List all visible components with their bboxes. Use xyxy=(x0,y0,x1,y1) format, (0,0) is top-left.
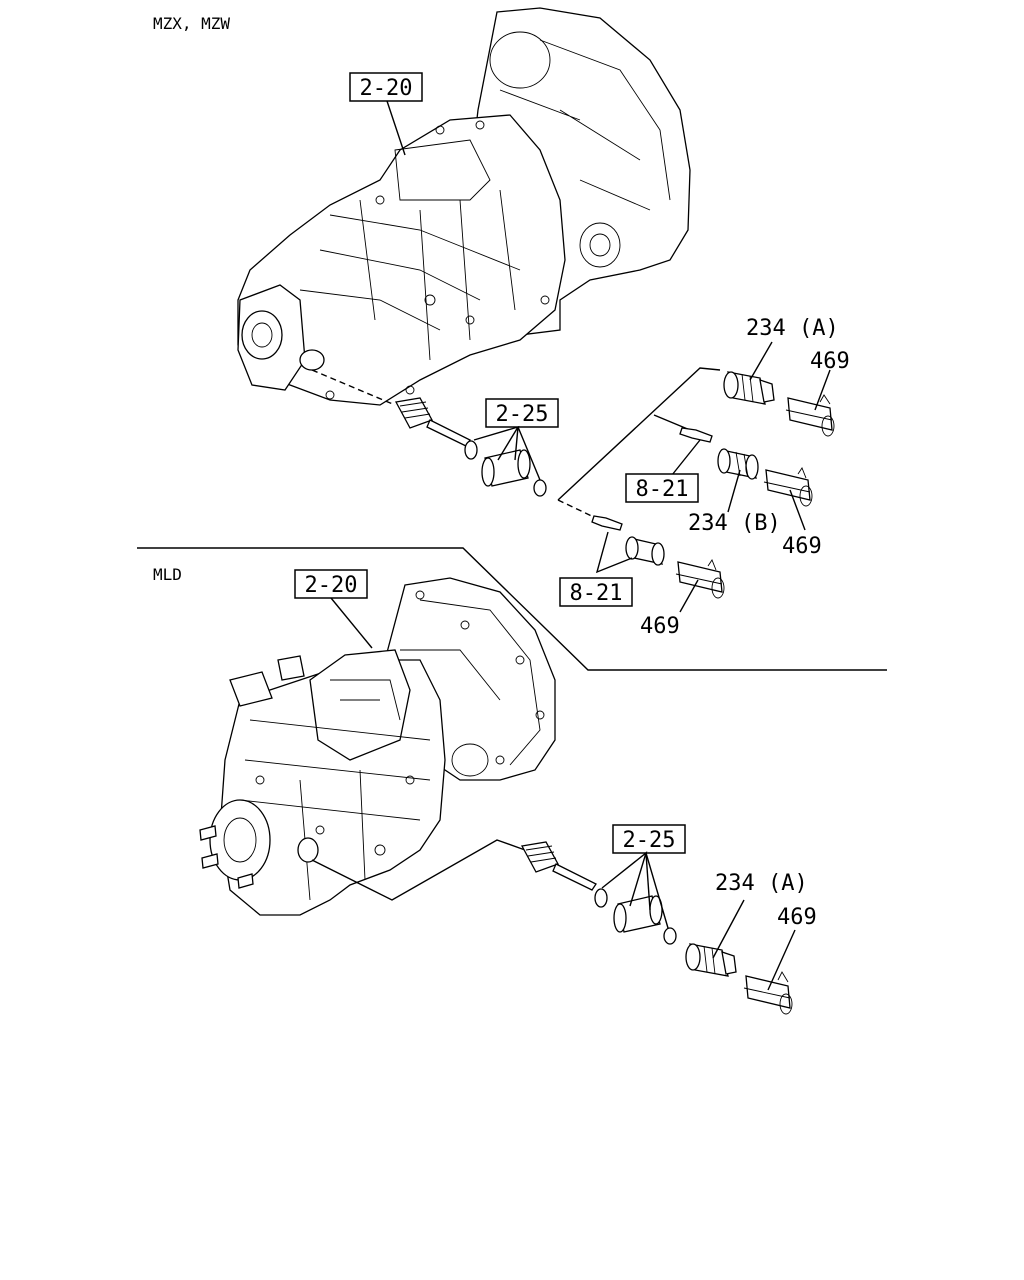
label-469-upper-a: 469 xyxy=(810,349,850,374)
branch-b xyxy=(653,414,691,431)
section-divider xyxy=(137,547,887,671)
ref-box-2-25-upper xyxy=(485,398,559,428)
leader-469-lower xyxy=(767,929,796,991)
label-234a-lower: 234 (A) xyxy=(715,871,808,896)
sensor-234a-lower xyxy=(685,943,737,977)
clip-469-upper-a xyxy=(785,394,835,437)
link-lower xyxy=(311,839,526,901)
leader-234a-upper xyxy=(749,341,773,381)
speedo-driven-gear-upper xyxy=(394,397,478,460)
sensor-middle xyxy=(625,536,665,566)
section-label-upper: MZX, MZW xyxy=(153,14,230,33)
ref-2-20-lower: 2-20 xyxy=(305,573,358,598)
sleeve-upper xyxy=(481,449,531,487)
sleeve-lower xyxy=(613,895,663,933)
leader-2-25-lower-a xyxy=(601,851,648,907)
o-ring-lower xyxy=(663,927,677,945)
label-234b: 234 (B) xyxy=(688,511,781,536)
ref-2-20-upper: 2-20 xyxy=(360,76,413,101)
ref-box-2-20-lower xyxy=(294,569,368,599)
leader-469-upper-a xyxy=(814,369,831,411)
leader-2-20-upper xyxy=(386,100,406,156)
sensor-234a-upper xyxy=(723,371,775,405)
ref-box-2-20-upper xyxy=(349,72,423,102)
leader-8-21-upper xyxy=(671,439,701,476)
label-469-lower: 469 xyxy=(777,905,817,930)
speedo-driven-gear-lower xyxy=(520,841,608,908)
leader-2-25-b xyxy=(514,426,519,461)
leader-2-20-lower xyxy=(330,597,373,649)
connector-8-21-upper xyxy=(679,427,713,443)
leader-469-upper-b xyxy=(789,489,806,531)
leader-2-25-lower-c xyxy=(645,852,669,929)
ref-8-21-upper: 8-21 xyxy=(636,477,689,502)
clip-469-upper-b xyxy=(763,467,813,507)
dash-link-upper xyxy=(311,369,396,406)
label-469-upper-b: 469 xyxy=(782,534,822,559)
leader-469-middle xyxy=(679,579,699,613)
ref-8-21-middle: 8-21 xyxy=(570,581,623,606)
leader-234a-lower xyxy=(712,899,745,959)
branch-a xyxy=(557,367,721,501)
ref-box-2-25-lower xyxy=(612,824,686,854)
ref-box-8-21-middle xyxy=(559,577,633,607)
leader-234b xyxy=(727,469,741,513)
section-label-lower: MLD xyxy=(153,565,182,584)
ref-2-25-upper: 2-25 xyxy=(496,402,549,427)
leader-2-25-lower-b xyxy=(645,852,651,911)
sensor-234b xyxy=(717,448,759,480)
transmission-upper xyxy=(237,7,691,406)
branch-c xyxy=(557,499,601,521)
clip-469-middle xyxy=(675,559,725,599)
ref-box-8-21-upper xyxy=(625,473,699,503)
leader-2-25-c xyxy=(517,426,541,481)
connector-8-21-middle xyxy=(591,515,623,531)
label-234a-upper: 234 (A) xyxy=(746,316,839,341)
leader-8-21-middle xyxy=(595,531,633,574)
transmission-lower xyxy=(199,577,556,916)
ref-2-25-lower: 2-25 xyxy=(623,828,676,853)
clip-469-lower xyxy=(743,971,793,1015)
o-ring-upper xyxy=(533,479,547,497)
label-469-middle: 469 xyxy=(640,614,680,639)
